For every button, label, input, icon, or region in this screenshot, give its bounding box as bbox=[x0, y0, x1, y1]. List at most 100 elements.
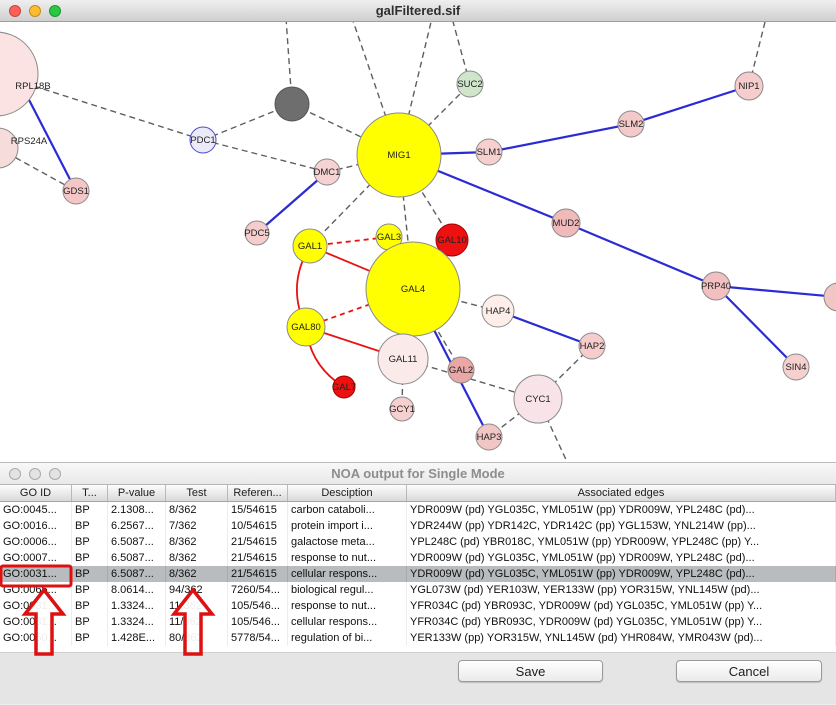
node-label-gal1: GAL1 bbox=[298, 241, 322, 252]
node-label-gds1: GDS1 bbox=[63, 186, 89, 197]
network-node-mig1[interactable] bbox=[356, 112, 442, 198]
table-cell: YFR034C (pd) YBR093C, YDR009W (pd) YGL03… bbox=[407, 614, 836, 630]
table-cell: response to nut... bbox=[288, 598, 407, 614]
node-label-gal7: GAL7 bbox=[332, 382, 356, 393]
network-node-gray1[interactable] bbox=[274, 86, 310, 122]
network-node-edge_node_right[interactable] bbox=[823, 282, 836, 312]
cancel-button[interactable]: Cancel bbox=[676, 660, 822, 682]
network-node-dmc1[interactable] bbox=[313, 158, 341, 186]
column-header-test[interactable]: Test bbox=[166, 485, 228, 501]
network-node-nip1[interactable] bbox=[734, 71, 764, 101]
table-cell: GO:0045... bbox=[0, 502, 72, 518]
network-node-gal7[interactable] bbox=[332, 375, 356, 399]
column-header-go-id[interactable]: GO ID bbox=[0, 485, 72, 501]
network-node-gds1[interactable] bbox=[62, 177, 90, 205]
table-cell: GO:0031... bbox=[0, 598, 72, 614]
close-button[interactable] bbox=[9, 5, 21, 17]
network-edge-prp40-sin4[interactable] bbox=[715, 285, 797, 368]
network-node-mud2[interactable] bbox=[551, 208, 581, 238]
table-cell: GO:0031... bbox=[0, 614, 72, 630]
network-graph: RPL18BRPS24AGDS1PDC1DMC1MIG1SUC2SLM1SLM2… bbox=[0, 22, 836, 462]
table-cell: 1.3324... bbox=[108, 598, 166, 614]
network-node-pdc1[interactable] bbox=[189, 126, 217, 154]
node-label-rpl18b: RPL18B bbox=[15, 81, 50, 92]
network-node-pdc5[interactable] bbox=[244, 220, 270, 246]
network-node-gcy1[interactable] bbox=[389, 396, 415, 422]
window-controls bbox=[9, 468, 61, 480]
column-header-t-[interactable]: T... bbox=[72, 485, 108, 501]
table-cell: 2.1308... bbox=[108, 502, 166, 518]
network-node-gal2[interactable] bbox=[447, 356, 475, 384]
save-button[interactable]: Save bbox=[458, 660, 603, 682]
node-label-sin4: SIN4 bbox=[785, 362, 806, 373]
zoom-button[interactable] bbox=[49, 5, 61, 17]
network-edge-mig1-suc2[interactable] bbox=[398, 83, 471, 156]
table-cell: 7260/54... bbox=[228, 582, 288, 598]
noa-window-titlebar[interactable]: NOA output for Single Mode bbox=[0, 463, 836, 485]
table-cell: protein import i... bbox=[288, 518, 407, 534]
network-edge-pdc1-dmc1[interactable] bbox=[202, 139, 328, 173]
node-label-hap2: HAP2 bbox=[580, 341, 605, 352]
table-cell: galactose meta... bbox=[288, 534, 407, 550]
network-edge-prp40-edge_node_right[interactable] bbox=[715, 284, 836, 298]
network-node-hap4[interactable] bbox=[481, 294, 515, 328]
network-node-suc2[interactable] bbox=[456, 70, 484, 98]
table-cell: 15/54615 bbox=[228, 502, 288, 518]
network-edge-rpl18b-pdc1[interactable] bbox=[0, 74, 204, 141]
network-node-hap3[interactable] bbox=[475, 423, 503, 451]
table-cell: GO:0050... bbox=[0, 630, 72, 646]
table-cell: 6.5087... bbox=[108, 534, 166, 550]
network-window-titlebar[interactable]: galFiltered.sif bbox=[0, 0, 836, 22]
node-label-nip1: NIP1 bbox=[738, 81, 759, 92]
table-cell: 105/546... bbox=[228, 614, 288, 630]
network-node-slm2[interactable] bbox=[617, 110, 645, 138]
minimize-button[interactable] bbox=[29, 468, 41, 480]
column-header-p-value[interactable]: P-value bbox=[108, 485, 166, 501]
network-node-rps24a[interactable] bbox=[0, 127, 19, 169]
node-label-hap3: HAP3 bbox=[477, 432, 502, 443]
node-label-gal2: GAL2 bbox=[449, 365, 473, 376]
table-cell: YER133W (pp) YOR315W, YNL145W (pd) YHR08… bbox=[407, 630, 836, 646]
network-node-gal1[interactable] bbox=[292, 228, 328, 264]
minimize-button[interactable] bbox=[29, 5, 41, 17]
column-header-desciption[interactable]: Desciption bbox=[288, 485, 407, 501]
network-node-gal11[interactable] bbox=[377, 333, 429, 385]
network-edge-hap4-hap2[interactable] bbox=[497, 309, 593, 348]
network-node-gal10[interactable] bbox=[435, 223, 469, 257]
network-edge-slm2-nip1[interactable] bbox=[630, 84, 750, 126]
network-node-gal80[interactable] bbox=[286, 307, 326, 347]
column-header-associated-edges[interactable]: Associated edges bbox=[407, 485, 836, 501]
network-node-slm1[interactable] bbox=[475, 138, 503, 166]
network-node-hap2[interactable] bbox=[578, 332, 606, 360]
network-node-sin4[interactable] bbox=[782, 353, 810, 381]
zoom-button[interactable] bbox=[49, 468, 61, 480]
network-edge-dmc1-pdc5[interactable] bbox=[256, 171, 328, 234]
table-cell: 11/362 bbox=[166, 614, 228, 630]
table-cell: 6.2567... bbox=[108, 518, 166, 534]
node-label-gcy1: GCY1 bbox=[389, 404, 415, 415]
node-label-prp40: PRP40 bbox=[701, 281, 731, 292]
network-node-cyc1[interactable] bbox=[513, 374, 563, 424]
table-cell: YDR009W (pd) YGL035C, YML051W (pp) YDR00… bbox=[407, 502, 836, 518]
network-edge-slm1-slm2[interactable] bbox=[488, 122, 632, 154]
network-node-prp40[interactable] bbox=[701, 271, 731, 301]
network-edge-mud2-prp40[interactable] bbox=[565, 221, 717, 288]
network-node-rpl18b[interactable] bbox=[0, 31, 39, 117]
column-header-referen-[interactable]: Referen... bbox=[228, 485, 288, 501]
table-cell: BP bbox=[72, 550, 108, 566]
table-cell: 21/54615 bbox=[228, 550, 288, 566]
table-cell: YDR009W (pd) YGL035C, YML051W (pp) YDR00… bbox=[407, 566, 836, 582]
close-button[interactable] bbox=[9, 468, 21, 480]
